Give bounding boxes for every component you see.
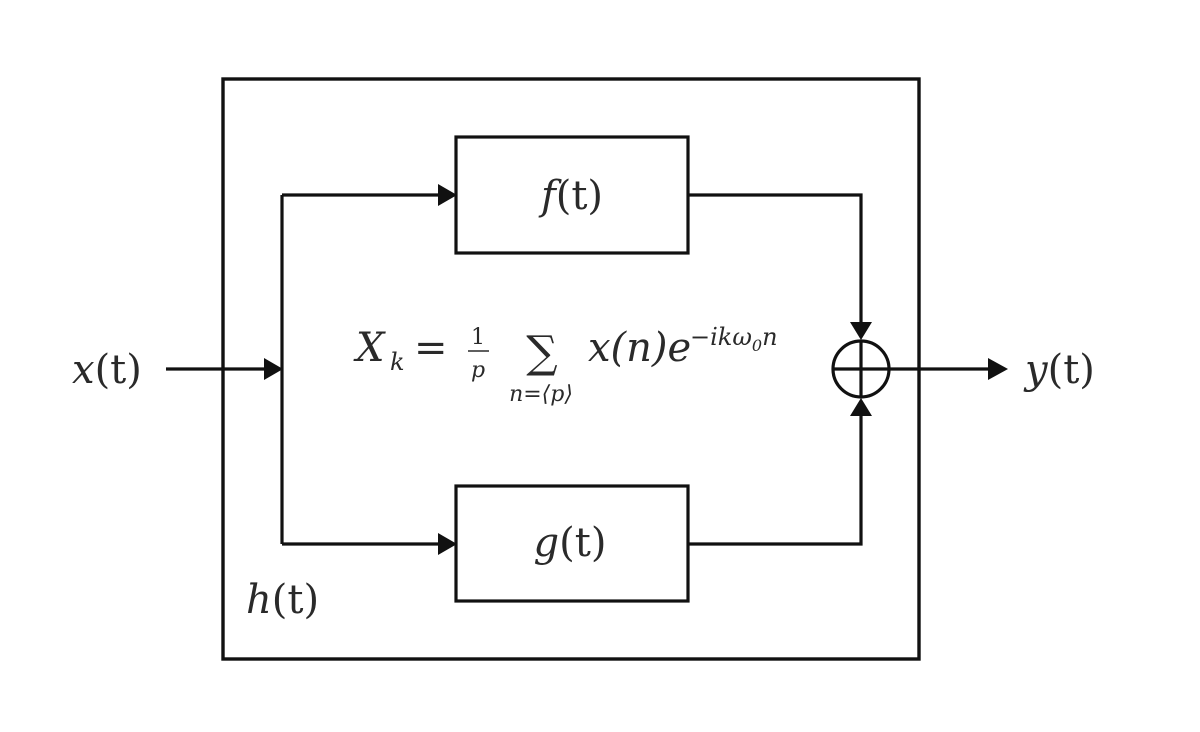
block-g-label: g(t): [534, 520, 607, 566]
formula-term: x(n)e: [588, 325, 691, 371]
branch-bottom-arrowhead: [438, 533, 457, 555]
formula-lhs: X: [353, 325, 386, 371]
block-f-label: f(t): [538, 173, 603, 219]
system-label: h(t): [246, 577, 319, 623]
output-label: y(t): [1023, 347, 1095, 393]
g-output-arrowhead: [850, 398, 872, 416]
block-f: [454, 135, 690, 255]
summing-junction: [831, 339, 891, 399]
formula-fraction-denominator: p: [471, 358, 485, 383]
formula-lhs-subscript: k: [390, 348, 405, 376]
fourier-series-formula: X k = 1 p ∑ n=⟨p⟩ x(n)e −ikω0n: [353, 323, 778, 407]
formula-equals: =: [414, 325, 448, 371]
f-output-wire: [688, 193, 863, 325]
g-output-wire: [688, 413, 863, 546]
formula-fraction-numerator: 1: [471, 325, 485, 350]
output-arrowhead: [988, 358, 1008, 380]
input-arrowhead: [264, 358, 283, 380]
block-g: [454, 484, 690, 603]
input-label: x(t): [72, 347, 142, 393]
formula-sum-index: n=⟨p⟩: [509, 382, 573, 407]
formula-exponent: −ikω0n: [690, 323, 778, 355]
formula-sum-symbol: ∑: [526, 327, 557, 378]
branch-top-arrowhead: [438, 184, 457, 206]
f-output-arrowhead: [850, 322, 872, 340]
